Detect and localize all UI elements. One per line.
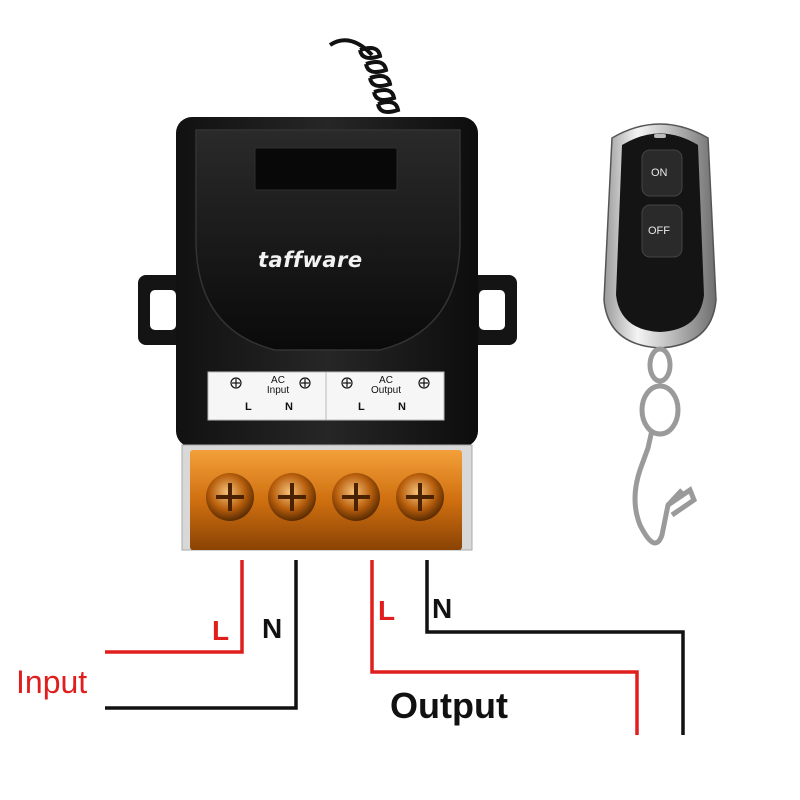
panel-output-group: AC Output [362, 376, 410, 396]
antenna-wire [328, 38, 401, 129]
terminal-screws [206, 473, 444, 521]
panel-output-n: N [398, 401, 406, 413]
panel-input-l: L [245, 401, 252, 413]
panel-input-ac: AC [271, 375, 285, 386]
wiring-lines [105, 560, 685, 735]
output-live-wire [370, 560, 639, 735]
relay-receiver [176, 117, 478, 551]
remote-control [603, 123, 717, 546]
keyring-icon [632, 346, 698, 546]
input-neutral-label: N [262, 613, 283, 644]
brand-logo-text: taffware [258, 248, 363, 272]
terminal-cover [190, 450, 462, 550]
panel-input-n: N [285, 401, 293, 413]
output-neutral-label: N [432, 593, 453, 624]
panel-output-label: Output [370, 385, 402, 396]
output-live-label: L [378, 595, 396, 626]
remote-led-icon [654, 134, 666, 138]
panel-terminal-icons [230, 377, 430, 389]
input-live-label: L [212, 615, 230, 646]
remote-off-label: OFF [648, 225, 670, 237]
output-label: Output [390, 685, 508, 726]
remote-on-label: ON [651, 167, 668, 179]
remote-off-button [641, 204, 683, 258]
panel-input-label: Input [266, 385, 290, 396]
panel-input-group: AC Input [258, 376, 298, 396]
output-neutral-wire [425, 560, 685, 735]
remote-on-button [641, 149, 683, 197]
input-label: Input [16, 664, 88, 700]
panel-output-ac: AC [379, 375, 393, 386]
receiver-window [254, 147, 398, 191]
input-live-wire [105, 560, 244, 654]
panel-output-l: L [358, 401, 365, 413]
input-neutral-wire [105, 560, 298, 710]
